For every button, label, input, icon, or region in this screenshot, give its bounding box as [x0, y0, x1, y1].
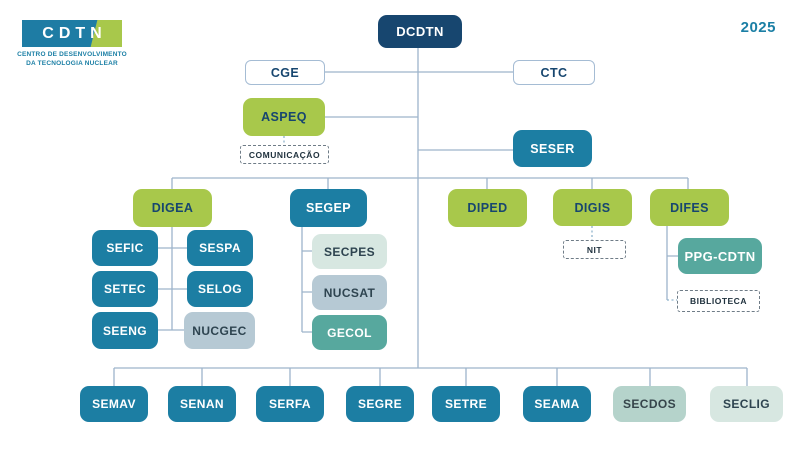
node-setre: SETRE [432, 386, 500, 422]
node-ppg-cdtn: PPG-CDTN [678, 238, 762, 274]
node-difes: DIFES [650, 189, 729, 226]
cdtn-logo-acronym: CDTN [42, 24, 107, 42]
node-diped: DIPED [448, 189, 527, 227]
node-ctc: CTC [513, 60, 595, 85]
node-aspeq: ASPEQ [243, 98, 325, 136]
node-senan: SENAN [168, 386, 236, 422]
node-secdos: SECDOS [613, 386, 686, 422]
node-seama: SEAMA [523, 386, 591, 422]
node-seser: SESER [513, 130, 592, 167]
node-segre: SEGRE [346, 386, 414, 422]
cdtn-logo-subtitle-line1: CENTRO DE DESENVOLVIMENTO [17, 51, 127, 58]
year-label: 2025 [740, 19, 776, 36]
node-sespa: SESPA [187, 230, 253, 266]
node-gecol: GECOL [312, 315, 387, 350]
node-serfa: SERFA [256, 386, 324, 422]
node-seclig: SECLIG [710, 386, 783, 422]
node-biblioteca: BIBLIOTECA [677, 290, 760, 312]
cdtn-logo-subtitle: CENTRO DE DESENVOLVIMENTO DA TECNOLOGIA … [12, 51, 132, 69]
node-dcdtn: DCDTN [378, 15, 462, 48]
node-nucgec: NUCGEC [184, 312, 255, 349]
node-semav: SEMAV [80, 386, 148, 422]
node-digis: DIGIS [553, 189, 632, 226]
node-nit: NIT [563, 240, 626, 259]
node-selog: SELOG [187, 271, 253, 307]
node-digea: DIGEA [133, 189, 212, 227]
cdtn-logo: CDTN [22, 20, 122, 47]
node-sefic: SEFIC [92, 230, 158, 266]
cdtn-logo-subtitle-line2: DA TECNOLOGIA NUCLEAR [26, 59, 118, 67]
node-setec: SETEC [92, 271, 158, 307]
node-secpes: SECPES [312, 234, 387, 269]
node-nucsat: NUCSAT [312, 275, 387, 310]
node-cge: CGE [245, 60, 325, 85]
node-segep: SEGEP [290, 189, 367, 227]
node-comunicacao: COMUNICAÇÃO [240, 145, 329, 164]
node-seeng: SEENG [92, 312, 158, 349]
